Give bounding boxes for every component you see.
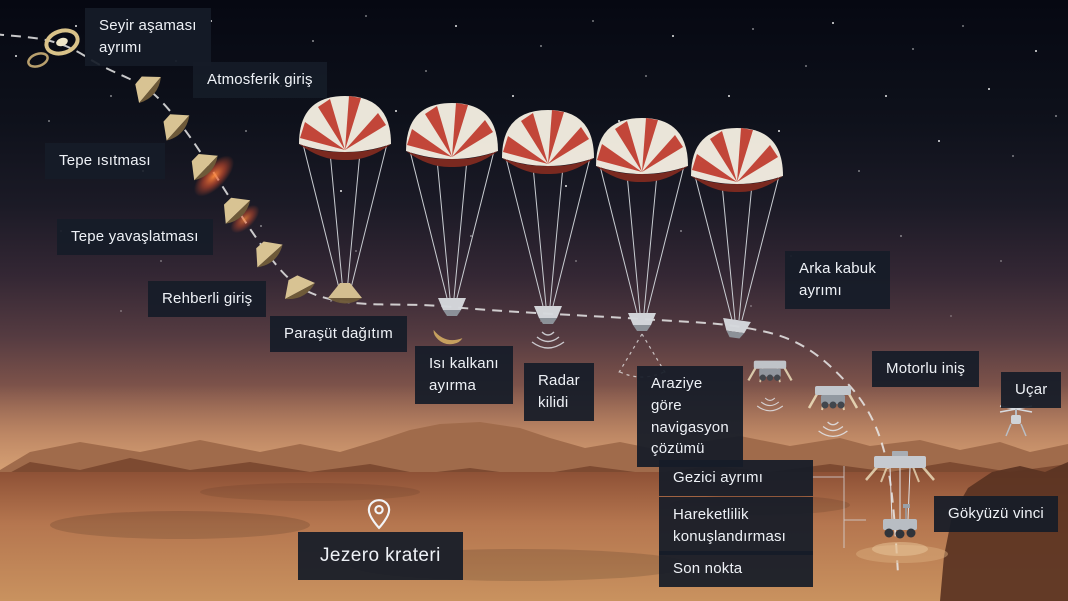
label-terrain-relative-navigation: Araziye göre navigasyon çözümü: [637, 366, 743, 467]
deceleration-glow: [230, 204, 260, 234]
cruise-stage-icon: [27, 28, 80, 68]
label-atmospheric-entry: Atmosferik giriş: [193, 62, 327, 98]
label-peak-heating: Tepe ısıtması: [45, 143, 165, 179]
label-mobility-deployment: Hareketlilik konuşlandırması: [659, 497, 813, 555]
label-powered-descent: Motorlu iniş: [872, 351, 980, 387]
label-guided-entry: Rehberli giriş: [148, 281, 267, 317]
parachute-4-icon: [596, 118, 688, 378]
descent-stage-drop-icon: [747, 359, 793, 384]
label-parachute-deploy: Paraşüt dağıtım: [270, 316, 407, 352]
radar-waves-icon: [531, 331, 565, 349]
label-heat-shield-separation: Isı kalkanı ayırma: [415, 346, 513, 404]
label-rover-separation: Gezici ayrımı: [659, 460, 813, 496]
parachute-3-icon: [502, 110, 594, 349]
sky-crane-icon: [856, 451, 948, 563]
label-sky-crane: Gökyüzü vinci: [934, 496, 1058, 532]
label-radar-lock: Radar kilidi: [524, 363, 594, 421]
label-cruise-separation: Seyir aşaması ayrımı: [85, 8, 211, 66]
label-helicopter: Uçar: [1001, 372, 1062, 408]
location-pin-icon: [367, 499, 391, 530]
entry-capsule-icons: [127, 67, 318, 304]
label-bracket: [812, 466, 866, 548]
peak-heating-glow: [193, 155, 235, 197]
parachute-2-icon: [406, 103, 498, 348]
label-landing-site: Jezero krateri: [298, 532, 463, 580]
parachute-1-icon: [299, 96, 391, 304]
parachute-5-backshell-icon: [691, 128, 793, 412]
rover-icon: [883, 504, 917, 539]
label-backshell-separation: Arka kabuk ayrımı: [785, 251, 891, 309]
label-touchdown: Son nokta: [659, 551, 813, 587]
helicopter-icon: [999, 405, 1033, 437]
label-peak-deceleration: Tepe yavaşlatması: [57, 219, 213, 255]
